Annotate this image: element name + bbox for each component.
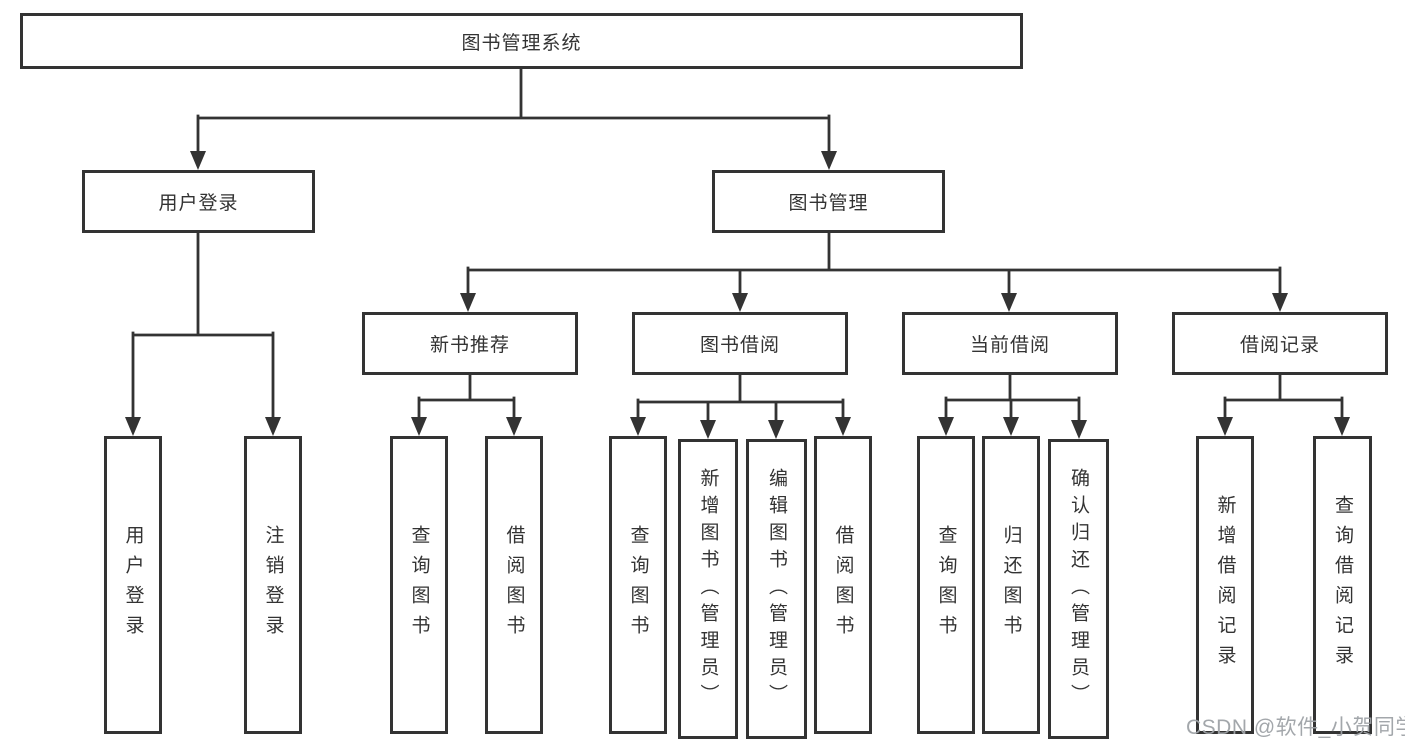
leaf-confirm-return-admin-label: 确认归还（管理员） [1068, 467, 1089, 711]
node-current-borrowing: 当前借阅 [902, 312, 1118, 375]
leaf-query-books-borrowing-label: 查询图书 [627, 525, 649, 645]
leaf-borrow-books-recommend: 借阅图书 [485, 436, 543, 734]
leaf-edit-book-admin: 编辑图书（管理员） [746, 439, 807, 739]
node-borrowing-records-label: 借阅记录 [1239, 335, 1320, 356]
leaf-query-borrow-record: 查询借阅记录 [1313, 436, 1372, 734]
node-book-borrowing-label: 图书借阅 [699, 335, 780, 356]
node-current-borrowing-label: 当前借阅 [969, 335, 1050, 356]
leaf-query-books-recommend: 查询图书 [390, 436, 448, 734]
leaf-query-borrow-record-label: 查询借阅记录 [1332, 495, 1353, 675]
node-borrowing-records: 借阅记录 [1172, 312, 1388, 375]
leaf-query-books-recommend-label: 查询图书 [408, 525, 430, 645]
leaf-logout: 注销登录 [244, 436, 302, 734]
csdn-watermark: CSDN @软件_小贺同学 [1186, 716, 1405, 739]
node-new-book-recommend: 新书推荐 [362, 312, 578, 375]
leaf-add-book-admin: 新增图书（管理员） [678, 439, 738, 739]
leaf-query-books-current-label: 查询图书 [935, 525, 957, 645]
leaf-borrow-books-borrowing: 借阅图书 [814, 436, 872, 734]
leaf-query-books-current: 查询图书 [917, 436, 975, 734]
leaf-borrow-books-borrowing-label: 借阅图书 [832, 525, 854, 645]
node-book-borrowing: 图书借阅 [632, 312, 848, 375]
node-book-management-label: 图书管理 [788, 193, 869, 214]
node-book-management: 图书管理 [712, 170, 945, 233]
leaf-user-login: 用户登录 [104, 436, 162, 734]
leaf-user-login-label: 用户登录 [122, 525, 144, 645]
node-library-system-label: 图书管理系统 [461, 32, 582, 54]
leaf-logout-label: 注销登录 [262, 525, 284, 645]
leaf-add-borrow-record-label: 新增借阅记录 [1214, 495, 1236, 675]
node-new-book-recommend-label: 新书推荐 [429, 335, 510, 356]
leaf-add-book-admin-label: 新增图书（管理员） [697, 467, 719, 711]
leaf-confirm-return-admin: 确认归还（管理员） [1048, 439, 1109, 739]
leaf-add-borrow-record: 新增借阅记录 [1196, 436, 1254, 734]
node-user-login-group-label: 用户登录 [158, 193, 239, 214]
leaf-borrow-books-recommend-label: 借阅图书 [503, 525, 525, 645]
leaf-query-books-borrowing: 查询图书 [609, 436, 667, 734]
leaf-edit-book-admin-label: 编辑图书（管理员） [766, 467, 787, 711]
node-library-system: 图书管理系统 [20, 13, 1023, 69]
node-user-login-group: 用户登录 [82, 170, 315, 233]
leaf-return-book-label: 归还图书 [1000, 525, 1022, 645]
arrowheads [125, 151, 1350, 439]
leaf-return-book: 归还图书 [982, 436, 1040, 734]
